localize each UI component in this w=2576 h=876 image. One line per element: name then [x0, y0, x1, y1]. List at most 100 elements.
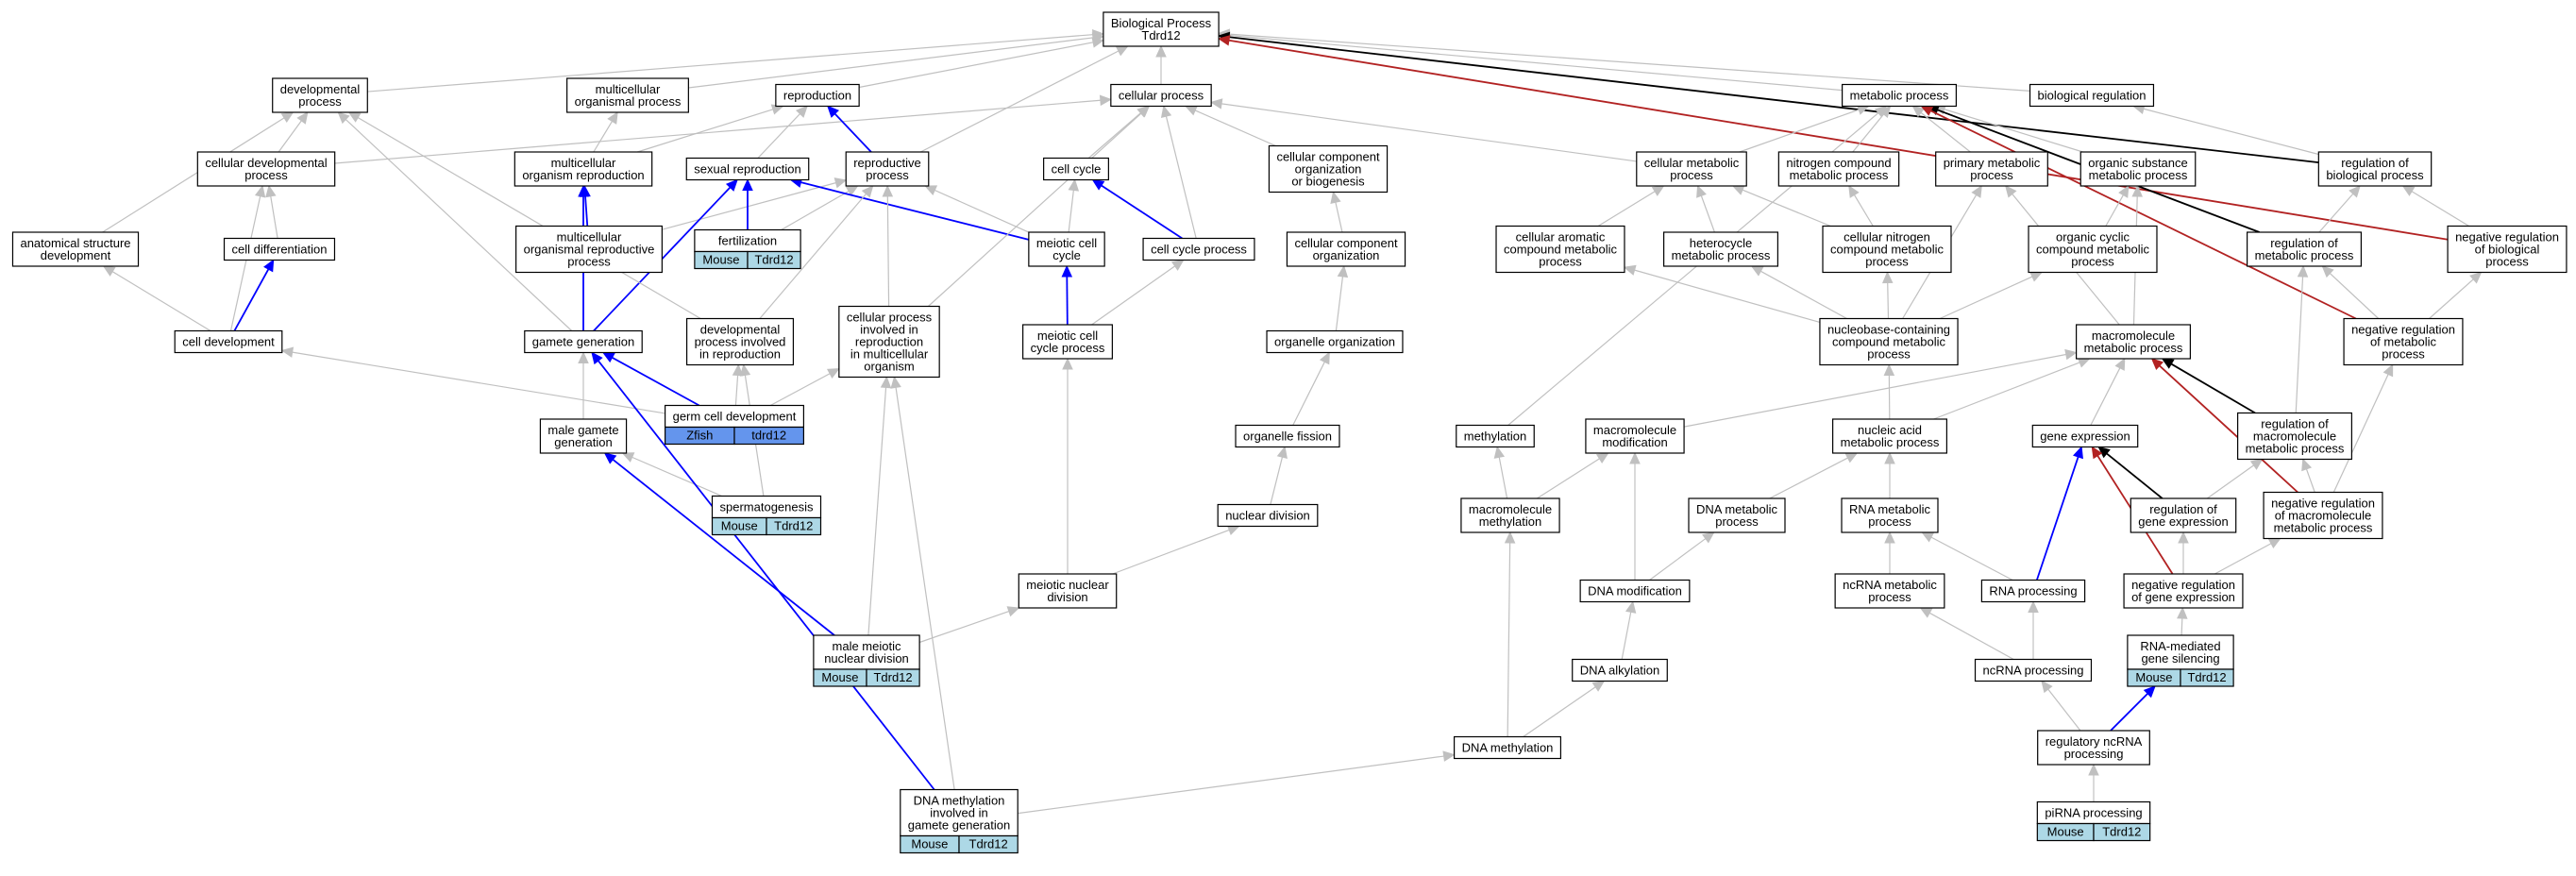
- edge-gray: [1623, 264, 1821, 324]
- gene-label: Tdrd12: [754, 253, 793, 267]
- node-box: [1110, 83, 1212, 108]
- go-term-node[interactable]: cell differentiation: [223, 237, 336, 261]
- node-label: ncRNA processing: [1983, 664, 2084, 678]
- go-term-node[interactable]: DNA methylation: [1453, 735, 1562, 760]
- node-label: organization: [1313, 248, 1380, 262]
- node-box: [1456, 424, 1535, 448]
- node-label: organic substance: [2088, 156, 2188, 170]
- node-box: [1819, 317, 1959, 366]
- edge-blue: [789, 177, 1030, 241]
- go-term-node[interactable]: gamete generation: [524, 329, 643, 354]
- go-term-node[interactable]: cellular process: [1110, 83, 1212, 108]
- go-term-node[interactable]: RNA processing: [1980, 579, 2086, 603]
- node-label: gene expression: [2138, 514, 2228, 529]
- go-term-node[interactable]: reproduction: [775, 83, 860, 108]
- edge-gray: [102, 265, 211, 332]
- node-box: [514, 151, 653, 187]
- node-label: nucleobase-containing: [1827, 323, 1950, 337]
- go-term-node[interactable]: organelle fission: [1235, 424, 1340, 448]
- go-term-node[interactable]: cell development: [174, 329, 283, 354]
- go-term-node[interactable]: nuclear division: [1217, 503, 1319, 528]
- edge-gray: [2401, 185, 2469, 227]
- go-term-node[interactable]: cell cycle process: [1142, 237, 1255, 261]
- node-label: DNA alkylation: [1580, 664, 1660, 678]
- node-label: reproduction: [855, 335, 923, 349]
- node-box: [775, 83, 860, 108]
- node-label: RNA-mediated: [2140, 639, 2220, 653]
- go-term-node[interactable]: ncRNA processing: [1974, 658, 2093, 682]
- edge-gray: [1087, 105, 1150, 159]
- node-label: RNA metabolic: [1849, 502, 1930, 516]
- go-term-node[interactable]: organelle organization: [1266, 329, 1404, 354]
- edge-gray: [2332, 363, 2394, 493]
- node-label: process: [1868, 514, 1911, 529]
- go-term-node[interactable]: metabolic process: [1842, 83, 1957, 108]
- edge-gray: [1068, 178, 1080, 233]
- node-box: [272, 77, 368, 113]
- go-term-node[interactable]: DNA modification: [1579, 579, 1691, 603]
- node-box: [2028, 225, 2158, 274]
- node-label: process: [244, 168, 288, 182]
- node-box: [196, 151, 336, 187]
- go-term-node[interactable]: biological regulation: [2029, 83, 2155, 108]
- go-term-node[interactable]: cell cycle: [1043, 157, 1109, 181]
- node-box: [2123, 573, 2244, 609]
- node-label: organelle fission: [1243, 430, 1332, 444]
- node-box: [1841, 497, 1939, 533]
- go-term-node[interactable]: DNA alkylation: [1572, 658, 1668, 682]
- edge-gray: [1919, 607, 2014, 661]
- edge-gray: [781, 185, 859, 231]
- go-term-node[interactable]: sexual reproduction: [685, 157, 810, 181]
- go-term-node[interactable]: gene expression: [2031, 424, 2139, 448]
- go-term-node[interactable]: methylation: [1456, 424, 1535, 448]
